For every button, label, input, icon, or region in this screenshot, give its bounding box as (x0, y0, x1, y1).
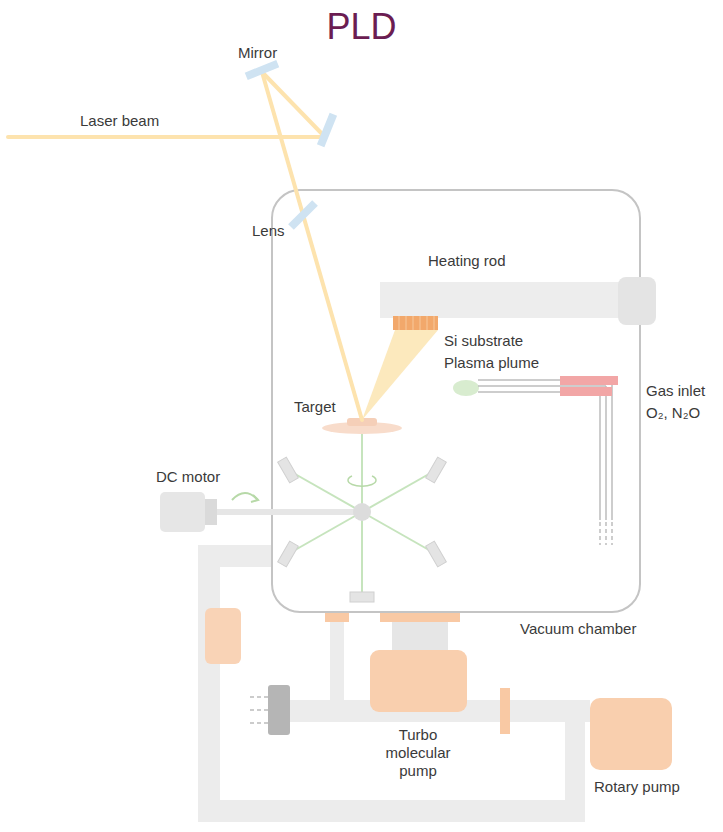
part-label: Lens (252, 222, 285, 240)
diagram-title: PLD (0, 6, 723, 48)
part-label: Plasma plume (444, 354, 539, 372)
part-label: Si substrate (444, 332, 523, 350)
part-label: Laser beam (80, 112, 159, 130)
part-label: Mirror (238, 44, 277, 62)
part-label: Rotary pump (594, 778, 680, 796)
part-label: Target (294, 398, 336, 416)
part-label: DC motor (156, 468, 220, 486)
part-label: Turbo molecular pump (378, 726, 458, 780)
part-label: Vacuum chamber (520, 620, 636, 638)
part-label: O₂, N₂O (646, 404, 700, 422)
part-label: Gas inlet (646, 382, 705, 400)
part-label: Heating rod (428, 252, 506, 270)
